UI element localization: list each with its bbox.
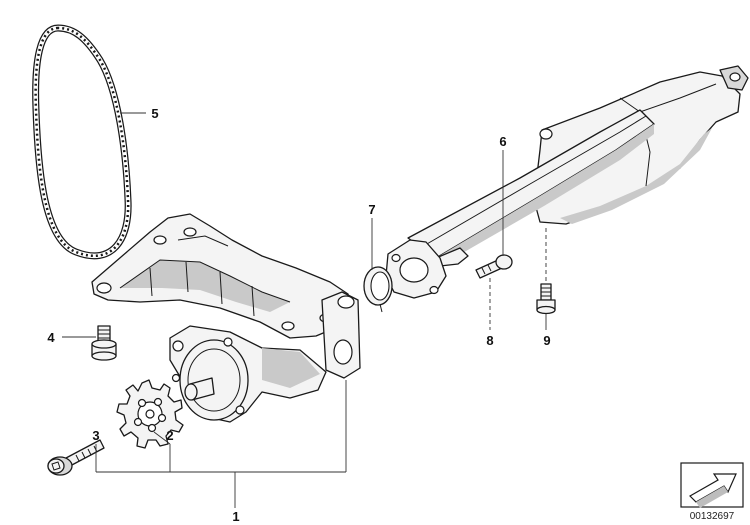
callout-8: 8 [486,333,493,348]
callout-1: 1 [232,509,239,524]
bolt-9 [536,283,556,315]
oil-pump-housing [91,213,361,423]
callout-7: 7 [368,202,375,217]
callout-labels: 1 2 3 4 5 6 7 8 9 [47,106,550,524]
callout-5: 5 [151,106,158,121]
oil-pickup-pipe [385,65,749,299]
diagram-reference-number: 00132697 [690,511,735,522]
direction-arrow-icon [680,462,744,508]
o-ring-gasket [363,266,393,313]
callout-9: 9 [543,333,550,348]
long-bolt [47,439,105,476]
timing-chain [32,24,132,260]
callout-6: 6 [499,134,506,149]
callout-3: 3 [92,428,99,443]
pump-sprocket [116,379,184,449]
callout-4: 4 [47,330,55,345]
short-bolt-4 [91,325,117,361]
callout-2: 2 [166,428,173,443]
bolt-8 [475,254,513,279]
leader-lines [62,112,547,508]
